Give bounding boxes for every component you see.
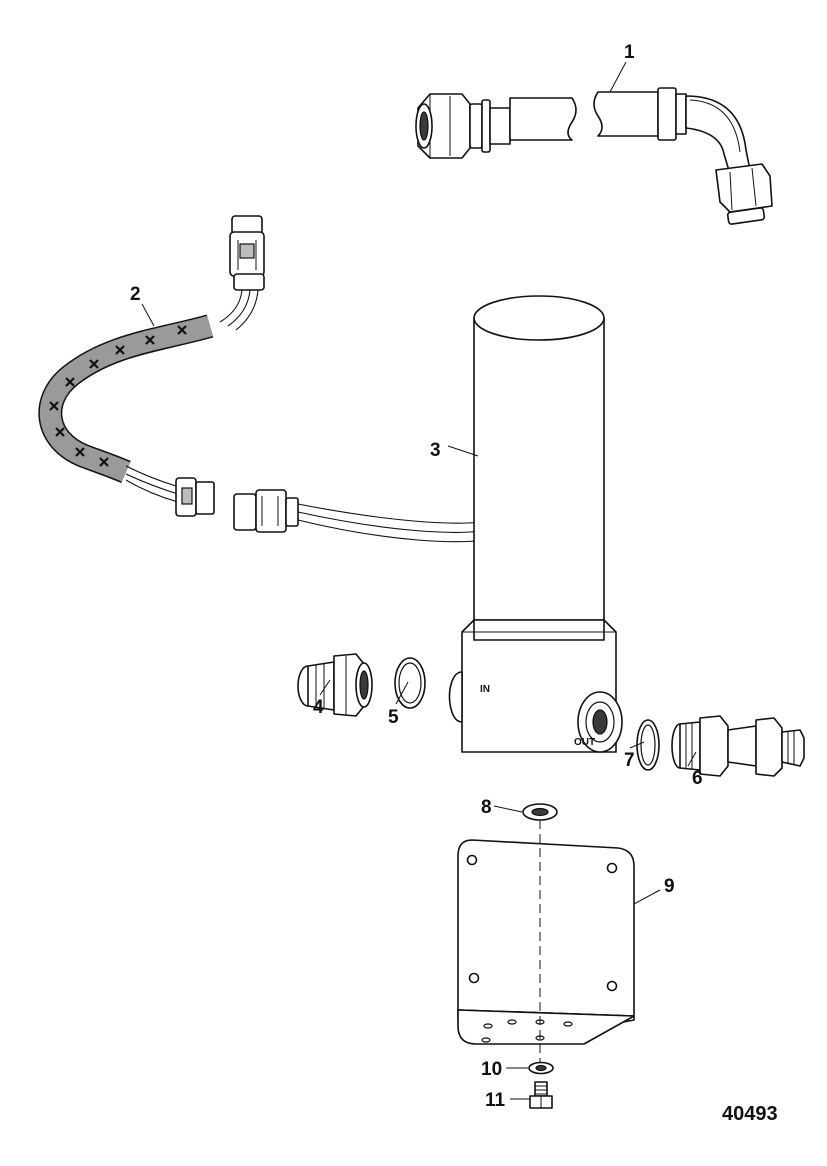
callout-2: 2 — [130, 284, 141, 305]
outlet-marking: OUT — [574, 737, 595, 748]
washer-part-10 — [528, 1061, 554, 1075]
fitting-part-4 — [297, 653, 373, 717]
solenoid-valve-part-3: IN OUT — [448, 295, 623, 753]
mounting-bracket-part-9 — [457, 839, 635, 1045]
callout-7: 7 — [624, 750, 635, 771]
inlet-marking: IN — [480, 684, 490, 695]
fuel-line-part-1 — [415, 87, 773, 225]
screw-part-11 — [529, 1081, 553, 1109]
wiring-harness-part-2 — [38, 215, 533, 543]
fitting-part-6 — [671, 715, 805, 777]
callout-1: 1 — [624, 42, 635, 63]
callout-5: 5 — [388, 707, 399, 728]
washer-part-8 — [522, 803, 558, 821]
o-ring-part-5 — [394, 657, 426, 709]
callout-9: 9 — [664, 876, 675, 897]
callout-8: 8 — [481, 797, 492, 818]
sleeve-pattern — [49, 325, 187, 467]
callout-labels: 1 2 3 4 5 6 7 8 9 10 11 — [130, 42, 703, 1111]
callout-3: 3 — [430, 440, 441, 461]
callout-leaders — [141, 61, 697, 1100]
o-ring-part-7 — [636, 719, 660, 771]
callout-4: 4 — [313, 697, 324, 718]
figure-number: 40493 — [722, 1103, 778, 1125]
callout-10: 10 — [481, 1059, 502, 1080]
callout-6: 6 — [692, 768, 703, 789]
callout-11: 11 — [485, 1090, 506, 1111]
